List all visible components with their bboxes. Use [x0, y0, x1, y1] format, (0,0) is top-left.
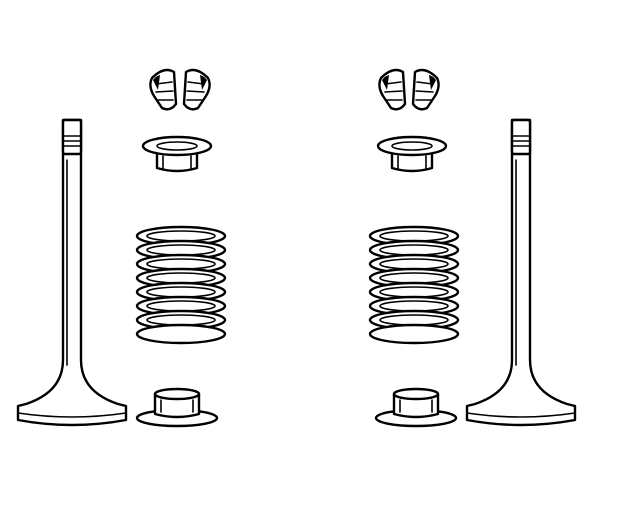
right-assembly [368, 68, 577, 428]
left-spring-retainer [141, 135, 213, 173]
right-valve [465, 118, 577, 427]
right-valve-spring [368, 225, 460, 345]
left-assembly [16, 68, 227, 428]
left-valve-seal [135, 387, 219, 428]
left-valve-keepers [149, 68, 211, 111]
left-valve-spring [135, 225, 227, 345]
left-valve [16, 118, 128, 427]
right-valve-seal [374, 387, 458, 428]
right-spring-retainer [376, 135, 448, 173]
right-valve-keepers [378, 68, 440, 111]
